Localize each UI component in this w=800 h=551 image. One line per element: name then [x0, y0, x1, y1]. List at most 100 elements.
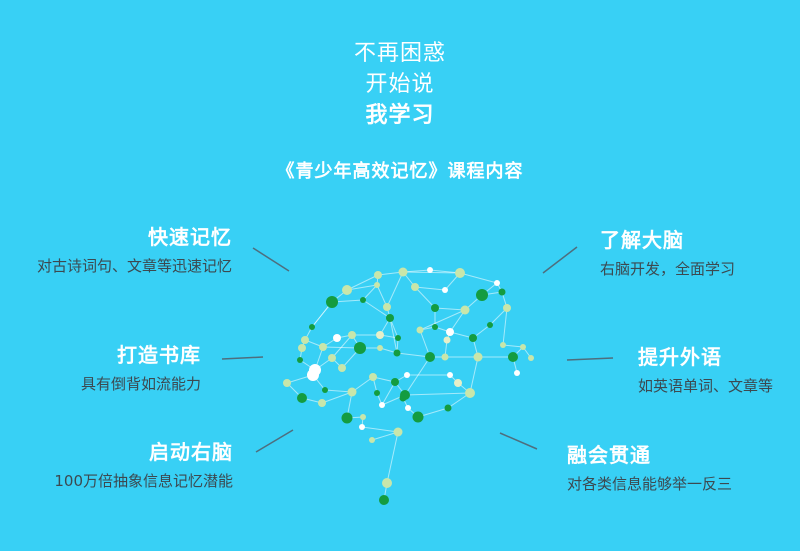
brain-node	[377, 345, 383, 351]
feature-understand-brain: 了解大脑 右脑开发，全面学习	[600, 229, 735, 278]
label-connector-line	[252, 247, 290, 272]
brain-edge	[386, 431, 399, 484]
brain-node	[411, 283, 419, 291]
brain-node	[520, 344, 526, 350]
brain-node	[399, 394, 407, 402]
intro-text-block: 不再困惑 开始说 我学习	[0, 38, 800, 131]
intro-line-2: 开始说	[365, 72, 435, 97]
brain-edge	[434, 307, 466, 311]
brain-node	[333, 334, 341, 342]
brain-node	[473, 352, 483, 362]
brain-node	[405, 405, 411, 411]
brain-edge	[404, 392, 471, 396]
feature-title: 提升外语	[638, 345, 722, 369]
brain-edge	[489, 307, 508, 326]
course-title: 《青少年高效记忆》课程内容	[276, 161, 524, 182]
label-connector-line	[221, 356, 264, 360]
brain-node	[374, 282, 380, 288]
brain-node	[398, 267, 408, 277]
brain-node	[416, 326, 424, 334]
brain-node	[342, 285, 352, 295]
brain-edge	[346, 274, 379, 291]
brain-node	[404, 372, 410, 378]
brain-node	[503, 304, 511, 312]
feature-title: 快速记忆	[148, 225, 232, 249]
brain-node	[359, 424, 365, 430]
brain-node	[354, 342, 366, 354]
brain-edge	[362, 299, 391, 319]
brain-node	[514, 370, 520, 376]
brain-node	[443, 336, 451, 344]
brain-edge	[322, 346, 361, 349]
brain-node	[360, 297, 366, 303]
brain-node	[347, 387, 357, 397]
brain-edge	[396, 352, 431, 358]
brain-node	[301, 336, 309, 344]
brain-edge	[362, 284, 378, 301]
feature-title: 融会贯通	[567, 443, 651, 467]
brain-edge	[469, 356, 479, 394]
brain-node	[326, 296, 338, 308]
label-connector-line	[542, 246, 578, 274]
brain-node	[498, 288, 506, 296]
brain-edge	[419, 309, 466, 331]
brain-node	[348, 331, 356, 339]
feature-desc: 如英语单词、文章等	[638, 377, 774, 395]
brain-node	[412, 411, 424, 423]
feature-desc: 100万倍抽象信息记忆潜能	[54, 472, 233, 490]
brain-edge	[404, 356, 431, 396]
brain-node	[283, 379, 291, 387]
brain-node	[476, 289, 488, 301]
brain-node	[508, 352, 518, 362]
feature-desc: 对各类信息能够举一反三	[567, 475, 733, 493]
brain-node	[391, 378, 399, 386]
brain-node	[297, 393, 307, 403]
feature-build-library: 打造书库 具有倒背如流能力	[81, 344, 201, 393]
brain-edge	[361, 426, 399, 433]
brain-node	[376, 331, 384, 339]
brain-node	[297, 357, 303, 363]
brain-edge	[386, 271, 404, 308]
brain-edge	[414, 286, 446, 291]
brain-node	[379, 402, 385, 408]
feature-desc: 右脑开发，全面学习	[600, 260, 736, 278]
brain-node	[318, 399, 326, 407]
label-connector-line	[499, 432, 538, 450]
brain-node	[309, 324, 315, 330]
brain-edge	[371, 431, 399, 441]
brain-node	[487, 322, 493, 328]
brain-node	[382, 478, 392, 488]
brain-edge	[381, 381, 396, 406]
label-connector-line	[255, 429, 294, 453]
feature-title: 打造书库	[117, 343, 201, 367]
brain-node	[528, 355, 534, 361]
brain-node	[447, 372, 453, 378]
brain-node	[298, 344, 306, 352]
feature-activate-right-brain: 启动右脑 100万倍抽象信息记忆潜能	[54, 441, 233, 490]
intro-line-1: 不再困惑	[353, 41, 446, 66]
brain-node	[500, 342, 506, 348]
brain-node	[454, 379, 462, 387]
brain-edge	[321, 391, 353, 404]
brain-node	[455, 268, 465, 278]
brain-node	[328, 354, 336, 362]
brain-edge	[331, 334, 353, 359]
feature-desc: 具有倒背如流能力	[80, 375, 201, 393]
feature-title: 了解大脑	[600, 228, 684, 252]
brain-node	[322, 387, 328, 393]
brain-edge	[376, 284, 388, 308]
brain-node	[374, 271, 382, 279]
brain-edge	[346, 284, 378, 291]
brain-edge	[459, 272, 498, 284]
brain-node	[441, 353, 449, 361]
brain-node	[460, 305, 470, 315]
brain-edge	[502, 307, 508, 346]
feature-title: 启动右脑	[149, 440, 233, 464]
brain-edge	[414, 286, 436, 309]
brain-node	[360, 414, 366, 420]
brain-node	[427, 267, 433, 273]
brain-node	[379, 495, 389, 505]
brain-edge	[324, 389, 353, 393]
intro-line-3: 我学习	[365, 103, 435, 128]
